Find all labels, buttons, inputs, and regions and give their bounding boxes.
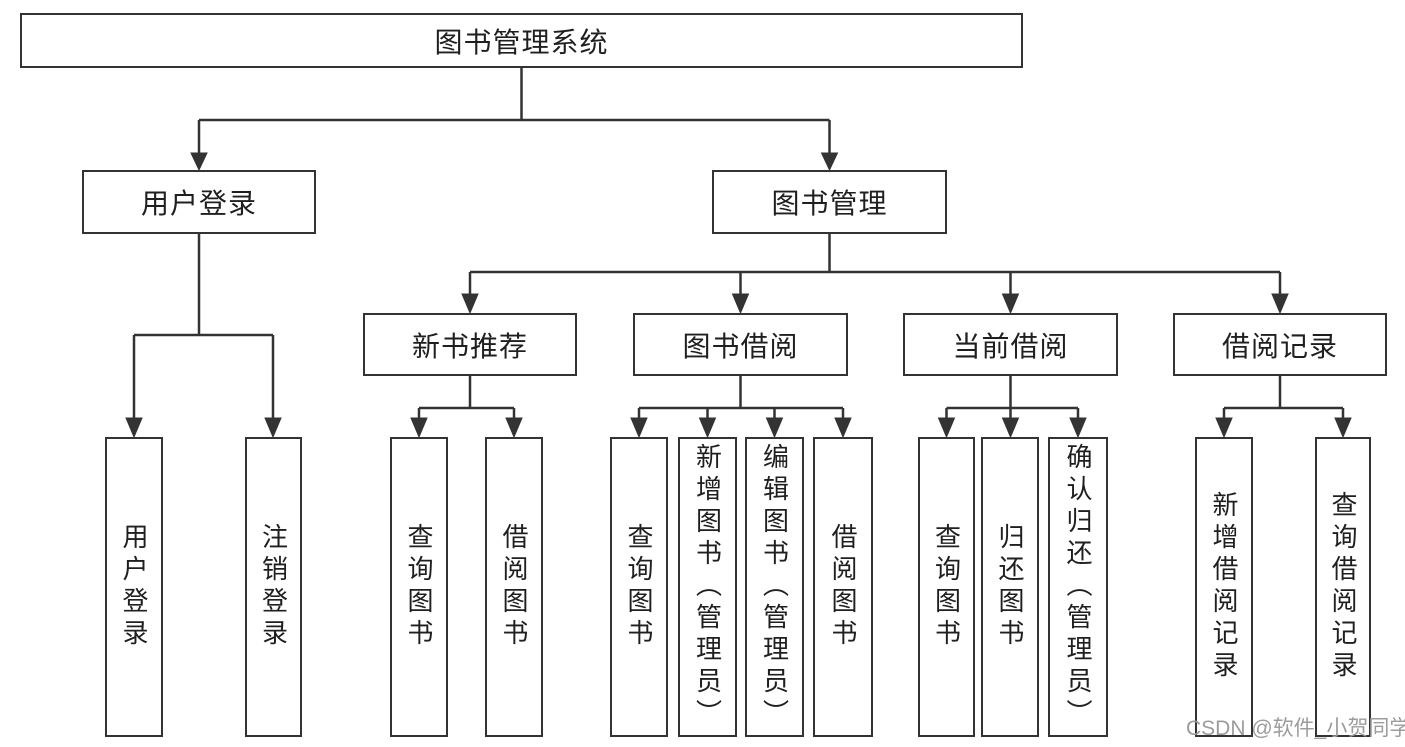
leaf-query-books-recommend: 查询图书 (390, 437, 448, 737)
connector-book-management (461, 234, 1289, 315)
node-label: 图书管理系统 (434, 26, 609, 58)
leaf-confirm-return-admin: 确认归还（管理员） (1048, 437, 1108, 737)
connector-current-borrow (937, 376, 1087, 439)
node-user-login: 用户登录 (82, 170, 316, 234)
node-borrow-records: 借阅记录 (1173, 313, 1387, 376)
leaf-label: 归还图书 (995, 523, 1025, 651)
node-current-borrow: 当前借阅 (903, 313, 1118, 376)
node-label: 用户登录 (140, 188, 257, 219)
leaf-user-login: 用户登录 (105, 437, 163, 737)
leaf-query-books-current: 查询图书 (918, 437, 975, 737)
leaf-label: 确认归还（管理员） (1063, 443, 1093, 731)
leaf-label: 新增借阅记录 (1209, 491, 1239, 683)
node-label: 当前借阅 (952, 330, 1069, 362)
node-new-book-recommend: 新书推荐 (363, 313, 577, 376)
node-label: 图书管理 (771, 188, 888, 219)
leaf-query-books-borrow: 查询图书 (610, 437, 668, 737)
node-library-management-system: 图书管理系统 (20, 13, 1023, 68)
node-label: 借阅记录 (1221, 330, 1338, 362)
leaf-add-borrow-record: 新增借阅记录 (1195, 437, 1253, 737)
node-label: 新书推荐 (411, 330, 528, 362)
leaf-query-borrow-record: 查询借阅记录 (1315, 437, 1371, 737)
leaf-label: 借阅图书 (499, 523, 529, 651)
leaf-label: 借阅图书 (828, 523, 858, 651)
leaf-label: 查询图书 (931, 523, 962, 651)
leaf-return-books: 归还图书 (981, 437, 1039, 737)
leaf-borrow-books: 借阅图书 (813, 437, 873, 737)
leaf-logout: 注销登录 (245, 437, 302, 737)
leaf-borrow-books-recommend: 借阅图书 (485, 437, 543, 737)
leaf-label: 查询图书 (404, 523, 434, 651)
connector-borrow-records (1215, 376, 1352, 439)
leaf-label: 注销登录 (258, 523, 289, 651)
watermark: CSDN @软件_小贺同学 (1186, 717, 1405, 740)
node-book-management: 图书管理 (712, 170, 947, 234)
node-label: 图书借阅 (682, 330, 799, 362)
leaf-add-book-admin: 新增图书（管理员） (678, 437, 737, 737)
leaf-label: 新增图书（管理员） (692, 443, 723, 731)
leaf-label: 查询图书 (624, 523, 654, 651)
node-book-borrow: 图书借阅 (633, 313, 848, 376)
leaf-label: 用户登录 (119, 523, 149, 651)
leaf-label: 查询借阅记录 (1328, 491, 1358, 683)
connector-root (190, 68, 839, 172)
connector-book-borrow (630, 376, 852, 439)
leaf-label: 编辑图书（管理员） (759, 443, 790, 731)
connector-new-book-recommend (410, 376, 523, 439)
leaf-edit-book-admin: 编辑图书（管理员） (745, 437, 804, 737)
connector-user-login (125, 234, 282, 439)
